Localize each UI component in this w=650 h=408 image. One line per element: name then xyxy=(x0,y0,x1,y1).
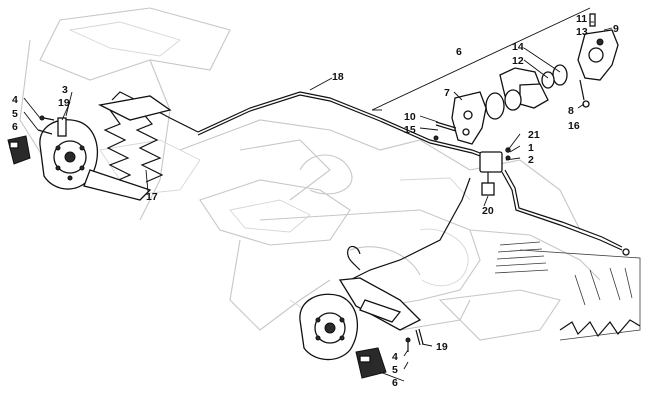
callout-15: 15 xyxy=(404,124,416,136)
leader-lines xyxy=(23,21,613,382)
rear-tire-tread xyxy=(519,249,641,341)
brake-line xyxy=(111,91,630,281)
callout-18: 18 xyxy=(332,71,344,83)
callout-9: 9 xyxy=(613,23,619,35)
callout-19-lower: 19 xyxy=(436,341,448,353)
callout-6-master: 6 xyxy=(456,46,462,58)
callout-labels: 11 13 9 6 14 12 7 10 15 8 16 18 21 1 2 2… xyxy=(12,13,619,389)
front-right-brake xyxy=(299,245,424,379)
callout-19-upper: 19 xyxy=(58,97,70,109)
callout-6-lower: 6 xyxy=(392,377,398,389)
callout-16: 16 xyxy=(568,120,580,132)
brake-junction-block xyxy=(479,147,511,196)
callout-5-upper: 5 xyxy=(12,108,18,120)
front-left-brake xyxy=(7,95,172,201)
callout-3: 3 xyxy=(62,84,68,96)
callout-11: 11 xyxy=(576,13,587,25)
atv-frame-outline xyxy=(19,7,601,341)
callout-14: 14 xyxy=(512,41,524,53)
callout-4-lower: 4 xyxy=(392,351,398,363)
callout-8: 8 xyxy=(568,105,574,117)
callout-1: 1 xyxy=(528,142,534,154)
callout-7: 7 xyxy=(444,87,450,99)
callout-21: 21 xyxy=(528,129,540,141)
callout-13: 13 xyxy=(576,26,588,38)
callout-4-upper: 4 xyxy=(12,94,18,106)
radiator-grille xyxy=(494,241,549,274)
callout-10: 10 xyxy=(404,111,416,123)
callout-20: 20 xyxy=(482,205,494,217)
callout-2: 2 xyxy=(528,154,534,166)
master-cylinder-assembly xyxy=(371,7,619,145)
callout-5-lower: 5 xyxy=(392,364,398,376)
callout-6-upper: 6 xyxy=(12,121,18,133)
callout-17: 17 xyxy=(146,191,158,203)
callout-12: 12 xyxy=(512,55,524,67)
